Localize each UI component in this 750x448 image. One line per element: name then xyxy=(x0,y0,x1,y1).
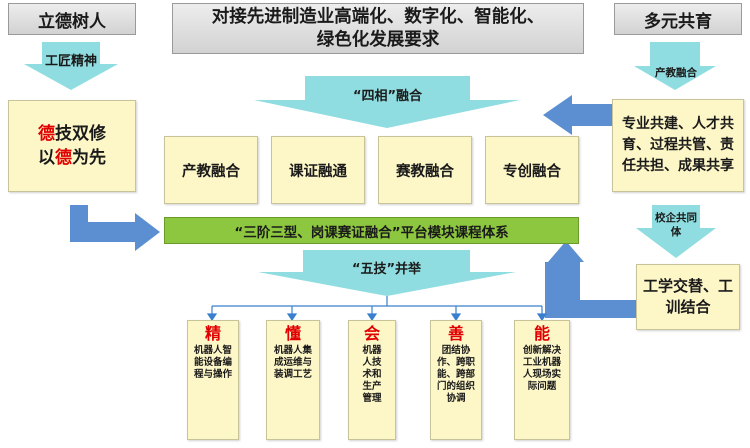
blue-arrow-right-bend xyxy=(70,205,160,251)
motto-line2-prefix: 以 xyxy=(38,148,55,168)
skill-box-good-at: 善 团结协作、跨职能、跨部门的组织协调 xyxy=(430,320,482,440)
skill-head: 懂 xyxy=(284,324,301,343)
skill-body: 机器人技术和生产管理 xyxy=(362,345,382,404)
skill-box-understand: 懂 机器人集成运维与装调工艺 xyxy=(266,320,320,440)
practice-box: 专业共建、人才共育、过程共管、责任共担、成果共享 xyxy=(612,99,744,192)
motto-line-1: 德技双修 xyxy=(38,122,106,146)
motto-virtue-char: 德 xyxy=(38,124,55,144)
motto-box: 德技双修 以德为先 xyxy=(8,100,136,192)
craftsman-spirit-label: 工匠精神 xyxy=(44,54,97,69)
four-integration-arrow xyxy=(254,76,520,128)
blue-arrow-up-head xyxy=(548,241,584,262)
platform-course-system-bar: “三阶三型、岗课赛证融合”平台模块课程体系 xyxy=(164,217,579,244)
five-skills-arrow xyxy=(258,250,516,296)
skills-tree-lines xyxy=(206,296,548,322)
skill-head: 能 xyxy=(533,324,550,343)
work-study-box: 工学交替、工训结合 xyxy=(636,264,740,330)
moral-education-label: 立德树人 xyxy=(8,3,136,35)
skill-body: 机器人集成运维与装调工艺 xyxy=(273,345,312,380)
page-title-line-2: 绿色化发展要求 xyxy=(316,29,440,50)
blue-arrow-up-bend xyxy=(545,248,636,318)
skill-box-able: 能 创新解决工业机器人现场实际问题 xyxy=(514,320,570,440)
skill-box-precision: 精 机器人智能设备编程与操作 xyxy=(187,320,239,440)
integration-item-competition-teaching: 赛教融合 xyxy=(378,136,472,204)
integration-item-innovation: 专创融合 xyxy=(485,136,579,204)
skill-head: 会 xyxy=(363,324,380,343)
multi-party-label: 多元共育 xyxy=(614,3,742,35)
school-enterprise-label: 校企共同体 xyxy=(655,212,697,238)
skill-body: 创新解决工业机器人现场实际问题 xyxy=(522,345,561,392)
industry-education-label: 产教融合 xyxy=(655,66,697,79)
five-skills-label: “五技”并举 xyxy=(351,261,422,277)
blue-arrow-left xyxy=(543,95,612,135)
school-enterprise-arrow xyxy=(636,205,716,258)
integration-item-course-certificate: 课证融通 xyxy=(271,136,365,204)
skill-body: 团结协作、跨职能、跨部门的组织协调 xyxy=(436,345,475,404)
page-title: 对接先进制造业高端化、数字化、智能化、 绿色化发展要求 xyxy=(172,3,584,54)
page-title-line-1: 对接先进制造业高端化、数字化、智能化、 xyxy=(211,6,545,27)
industry-education-arrow xyxy=(634,42,716,90)
motto-line2-suffix: 为先 xyxy=(72,148,106,168)
integration-item-industry-education: 产教融合 xyxy=(164,136,258,204)
motto-virtue-char-2: 德 xyxy=(55,148,72,168)
motto-line1-text: 技双修 xyxy=(55,124,106,144)
motto-line-2: 以德为先 xyxy=(38,146,106,170)
skill-box-capable: 会 机器人技术和生产管理 xyxy=(348,320,396,440)
skill-head: 精 xyxy=(204,324,221,343)
skill-head: 善 xyxy=(447,324,464,343)
craftsman-arrow xyxy=(24,42,118,90)
skill-body: 机器人智能设备编程与操作 xyxy=(194,345,233,380)
four-integration-label: “四相”融合 xyxy=(352,88,423,104)
